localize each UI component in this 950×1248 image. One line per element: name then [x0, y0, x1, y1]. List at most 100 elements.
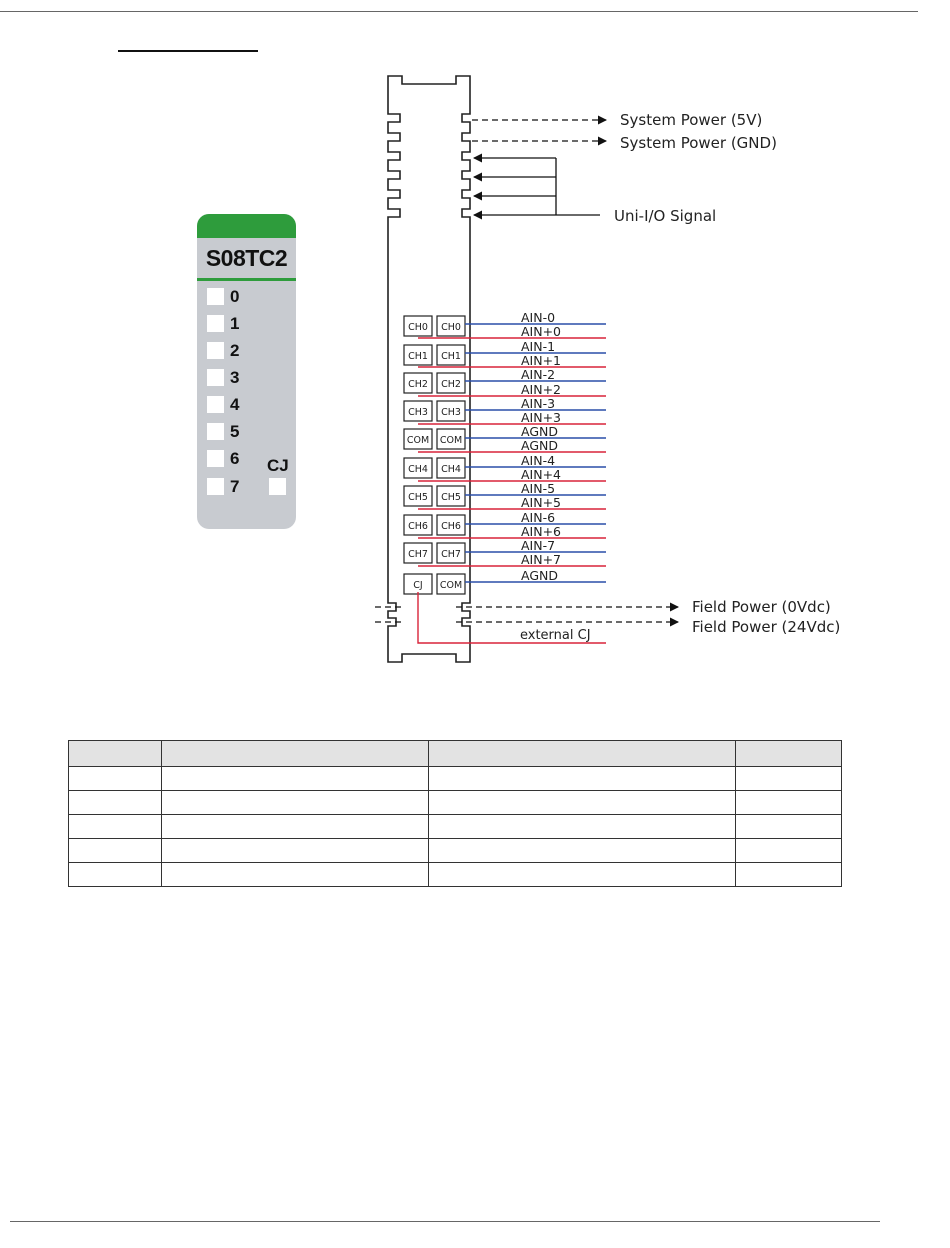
table-cell: [428, 838, 736, 863]
system-power-5v-label: System Power (5V): [620, 111, 762, 129]
terminal-left-1: [403, 344, 433, 366]
terminal-right-0: [436, 315, 466, 337]
terminal-left-label-6: CH5: [408, 492, 428, 503]
wire-label-12: AIN-5: [521, 481, 555, 496]
terminal-left-7: [403, 514, 433, 536]
table-row: [68, 790, 842, 815]
table-cell: [161, 838, 429, 863]
led-label-5: 5: [230, 422, 240, 441]
led-label-1: 1: [230, 314, 240, 333]
table-cell: [735, 766, 842, 791]
module-name: S08TC2: [205, 245, 288, 271]
terminal-left-label-9: CJ: [413, 580, 422, 591]
led-indicator-7: [207, 478, 224, 495]
external-cj-wire: [417, 592, 606, 644]
wire-label-14: AIN-6: [521, 510, 555, 525]
field-power-24v-label: Field Power (24Vdc): [692, 618, 840, 636]
table-cell: [428, 862, 736, 887]
table-cell: [68, 740, 162, 767]
terminal-right-7: [436, 514, 466, 536]
cj-label: CJ: [267, 456, 289, 475]
wire-label-10: AIN-4: [521, 453, 555, 468]
table-cell: [735, 740, 842, 767]
terminal-right-9: [436, 573, 466, 595]
led-label-3: 3: [230, 368, 240, 387]
terminal-left-label-8: CH7: [408, 549, 428, 560]
uni-io-signal-bus: [473, 153, 600, 220]
wire-label-4: AIN-2: [521, 367, 555, 382]
led-indicator-1: [207, 315, 224, 332]
table-cell: [428, 790, 736, 815]
led-label-6: 6: [230, 449, 240, 468]
wire-label-13: AIN+5: [521, 495, 561, 510]
terminal-left-label-0: CH0: [408, 322, 428, 333]
top-rule: [0, 11, 918, 12]
terminal-right-label-7: CH6: [441, 521, 461, 532]
wire-label-8: AGND: [521, 424, 558, 439]
terminal-left-label-1: CH1: [408, 351, 428, 362]
terminal-left-label-3: CH3: [408, 407, 428, 418]
wire-label-5: AIN+2: [521, 382, 561, 397]
terminal-right-label-9: COM: [440, 580, 462, 591]
terminal-left-2: [403, 372, 433, 394]
uni-io-signal-label: Uni-I/O Signal: [614, 207, 716, 225]
wire-label-11: AIN+4: [521, 467, 561, 482]
table-cell: [428, 766, 736, 791]
terminal-right-label-1: CH1: [441, 351, 461, 362]
table-cell: [428, 740, 736, 767]
terminal-right-1: [436, 344, 466, 366]
terminal-left-3: [403, 400, 433, 422]
table-cell: [161, 790, 429, 815]
system-power-gnd-label: System Power (GND): [620, 134, 777, 152]
terminal-right-label-2: CH2: [441, 379, 461, 390]
wiring-diagram: System Power (5V) System Power (GND) Uni…: [375, 75, 840, 663]
table-cell: [68, 838, 162, 863]
terminal-left-6: [403, 485, 433, 507]
wire-label-2: AIN-1: [521, 339, 555, 354]
wire-label-9: AGND: [521, 438, 558, 453]
wire-label-6: AIN-3: [521, 396, 555, 411]
wire-label-0: AIN-0: [521, 310, 555, 325]
terminal-left-5: [403, 457, 433, 479]
table-cell: [428, 814, 736, 839]
led-label-2: 2: [230, 341, 240, 360]
terminal-right-label-0: CH0: [441, 322, 461, 333]
cj-indicator: [269, 478, 286, 495]
terminal-left-0: [403, 315, 433, 337]
led-indicator-5: [207, 423, 224, 440]
led-indicator-4: [207, 396, 224, 413]
table-row: [68, 838, 842, 863]
terminal-left-label-4: COM: [407, 435, 429, 446]
led-indicator-0: [207, 288, 224, 305]
led-indicator-2: [207, 342, 224, 359]
terminal-right-2: [436, 372, 466, 394]
table-cell: [161, 814, 429, 839]
table-cell: [735, 838, 842, 863]
module-header-bar: [197, 214, 296, 238]
table-cell: [68, 790, 162, 815]
section-title-underline: [118, 50, 258, 52]
terminal-right-6: [436, 485, 466, 507]
wire-label-3: AIN+1: [521, 353, 561, 368]
table-cell: [161, 766, 429, 791]
terminal-right-3: [436, 400, 466, 422]
table-cell: [68, 766, 162, 791]
wire-label-18: AGND: [521, 568, 558, 583]
led-label-0: 0: [230, 287, 240, 306]
terminal-left-label-2: CH2: [408, 379, 428, 390]
table-cell: [161, 740, 429, 767]
terminal-right-label-4: COM: [440, 435, 462, 446]
terminal-right-label-5: CH4: [441, 464, 461, 475]
terminal-right-label-3: CH3: [441, 407, 461, 418]
module-name-underline: [197, 278, 296, 281]
table-cell: [68, 862, 162, 887]
terminal-left-8: [403, 542, 433, 564]
terminal-right-8: [436, 542, 466, 564]
table-row: [68, 766, 842, 791]
wire-label-1: AIN+0: [521, 324, 561, 339]
blank-table: [68, 740, 842, 887]
table-cell: [161, 862, 429, 887]
table-row: [68, 814, 842, 839]
wire-label-16: AIN-7: [521, 538, 555, 553]
